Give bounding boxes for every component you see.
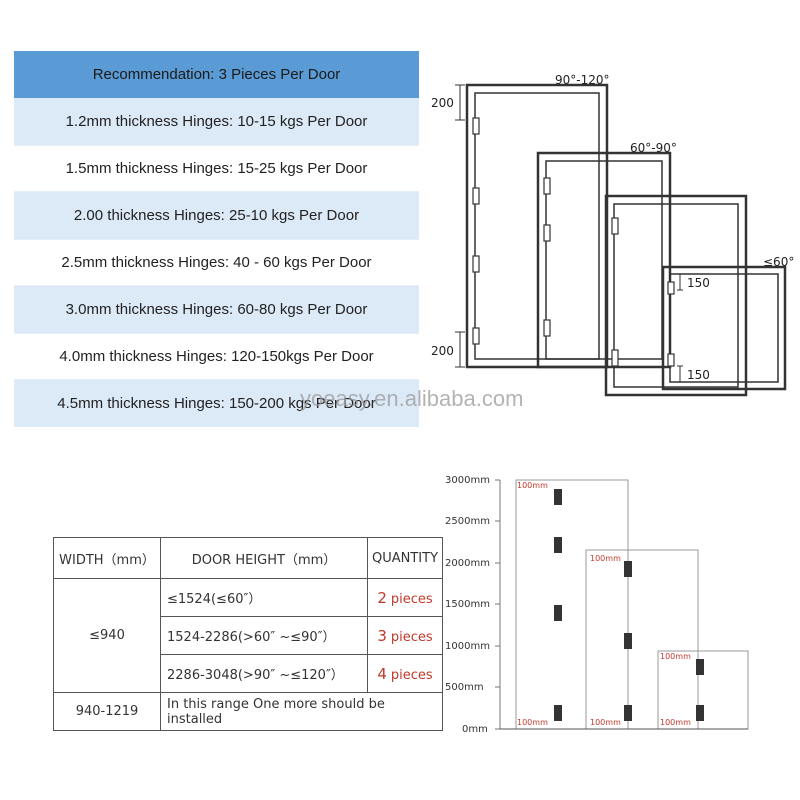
dim-top: 200 xyxy=(431,96,454,110)
label-90-120: 90°-120° xyxy=(555,73,610,87)
header-width: WIDTH（mm） xyxy=(53,537,161,579)
label-60-90: 60°-90° xyxy=(630,141,677,155)
y-tick: 1000mm xyxy=(445,641,490,652)
height-cell: ≤1524(≤60″） xyxy=(160,578,368,617)
hinge-icon xyxy=(624,633,632,649)
hinge-icon xyxy=(624,561,632,577)
hinge-icon xyxy=(696,705,704,721)
hinge-icon xyxy=(554,605,562,621)
header-quantity: QUANTITY xyxy=(367,537,443,579)
offset-label: 100mm xyxy=(517,718,548,727)
hinge-icon xyxy=(472,117,480,135)
offset-label: 100mm xyxy=(517,481,548,490)
label-le60: ≤60° xyxy=(763,255,794,269)
hinge-icon xyxy=(624,705,632,721)
height-cell: 2286-3048(>90″ ~≤120″） xyxy=(160,654,368,693)
rec-row: 1.5mm thickness Hinges: 15-25 kgs Per Do… xyxy=(14,145,419,192)
offset-label: 100mm xyxy=(590,718,621,727)
door-hinge-diagram: 90°-120° 60°-90° ≤60° 200 200 150 150 xyxy=(431,73,794,397)
rec-row: 3.0mm thickness Hinges: 60-80 kgs Per Do… xyxy=(14,286,419,333)
door-height-chart: 3000mm 2500mm 2000mm 1500mm 1000mm 500mm… xyxy=(445,475,749,735)
door-3000 xyxy=(515,479,629,730)
hinge-icon xyxy=(543,224,551,242)
hinge-icon xyxy=(611,349,619,367)
small-dim-bottom: 150 xyxy=(687,368,710,382)
hinge-icon xyxy=(667,281,675,295)
rec-row: 2.00 thickness Hinges: 25-10 kgs Per Doo… xyxy=(14,192,419,239)
hinge-icon xyxy=(667,353,675,367)
width-cell: 940-1219 xyxy=(53,692,161,731)
medium-door-inner xyxy=(545,160,663,360)
small-door-frame xyxy=(604,194,748,397)
offset-label: 100mm xyxy=(660,652,691,661)
hinge-icon xyxy=(696,659,704,675)
y-tick: 2500mm xyxy=(445,516,490,527)
recommendation-table: Recommendation: 3 Pieces Per Door 1.2mm … xyxy=(14,51,419,427)
y-tick: 1500mm xyxy=(445,599,490,610)
small-dim-top: 150 xyxy=(687,276,710,290)
hinge-icon xyxy=(543,319,551,337)
door-2000 xyxy=(585,549,699,730)
hinge-icon xyxy=(554,489,562,505)
rec-row: 4.5mm thickness Hinges: 150-200 kgs Per … xyxy=(14,380,419,427)
height-cell: 1524-2286(>60″ ~≤90″） xyxy=(160,616,368,655)
table-row: 940-1219 In this range One more should b… xyxy=(53,692,443,731)
dim-bottom: 200 xyxy=(431,344,454,358)
y-tick: 0mm xyxy=(462,724,488,735)
y-tick: 3000mm xyxy=(445,475,490,486)
medium-door-frame xyxy=(536,151,672,369)
recommendation-header: Recommendation: 3 Pieces Per Door xyxy=(14,51,419,98)
hinge-icon xyxy=(554,537,562,553)
width-cell: ≤940 xyxy=(53,578,161,693)
watermark: yoeasy.en.alibaba.com xyxy=(300,386,524,411)
y-tick: 2000mm xyxy=(445,558,490,569)
rec-row: 2.5mm thickness Hinges: 40 - 60 kgs Per … xyxy=(14,239,419,286)
hinge-icon xyxy=(554,705,562,721)
rec-row: 4.0mm thickness Hinges: 120-150kgs Per D… xyxy=(14,333,419,380)
rec-row: 1.2mm thickness Hinges: 10-15 kgs Per Do… xyxy=(14,98,419,145)
hinge-icon xyxy=(472,187,480,205)
smallest-door-frame xyxy=(661,265,787,391)
hinge-icon xyxy=(472,255,480,273)
small-door-inner xyxy=(613,203,739,388)
offset-label: 100mm xyxy=(590,554,621,563)
header-door-height: DOOR HEIGHT（mm） xyxy=(160,537,368,579)
hinge-quantity-table: WIDTH（mm） DOOR HEIGHT（mm） QUANTITY ≤940 … xyxy=(53,537,443,731)
offset-label: 100mm xyxy=(660,718,691,727)
y-tick: 500mm xyxy=(445,682,484,693)
hinge-icon xyxy=(611,217,619,235)
range-note: In this range One more should be install… xyxy=(160,692,443,731)
hinge-icon xyxy=(472,327,480,345)
hinge-icon xyxy=(543,177,551,195)
smallest-door-inner xyxy=(669,273,779,383)
